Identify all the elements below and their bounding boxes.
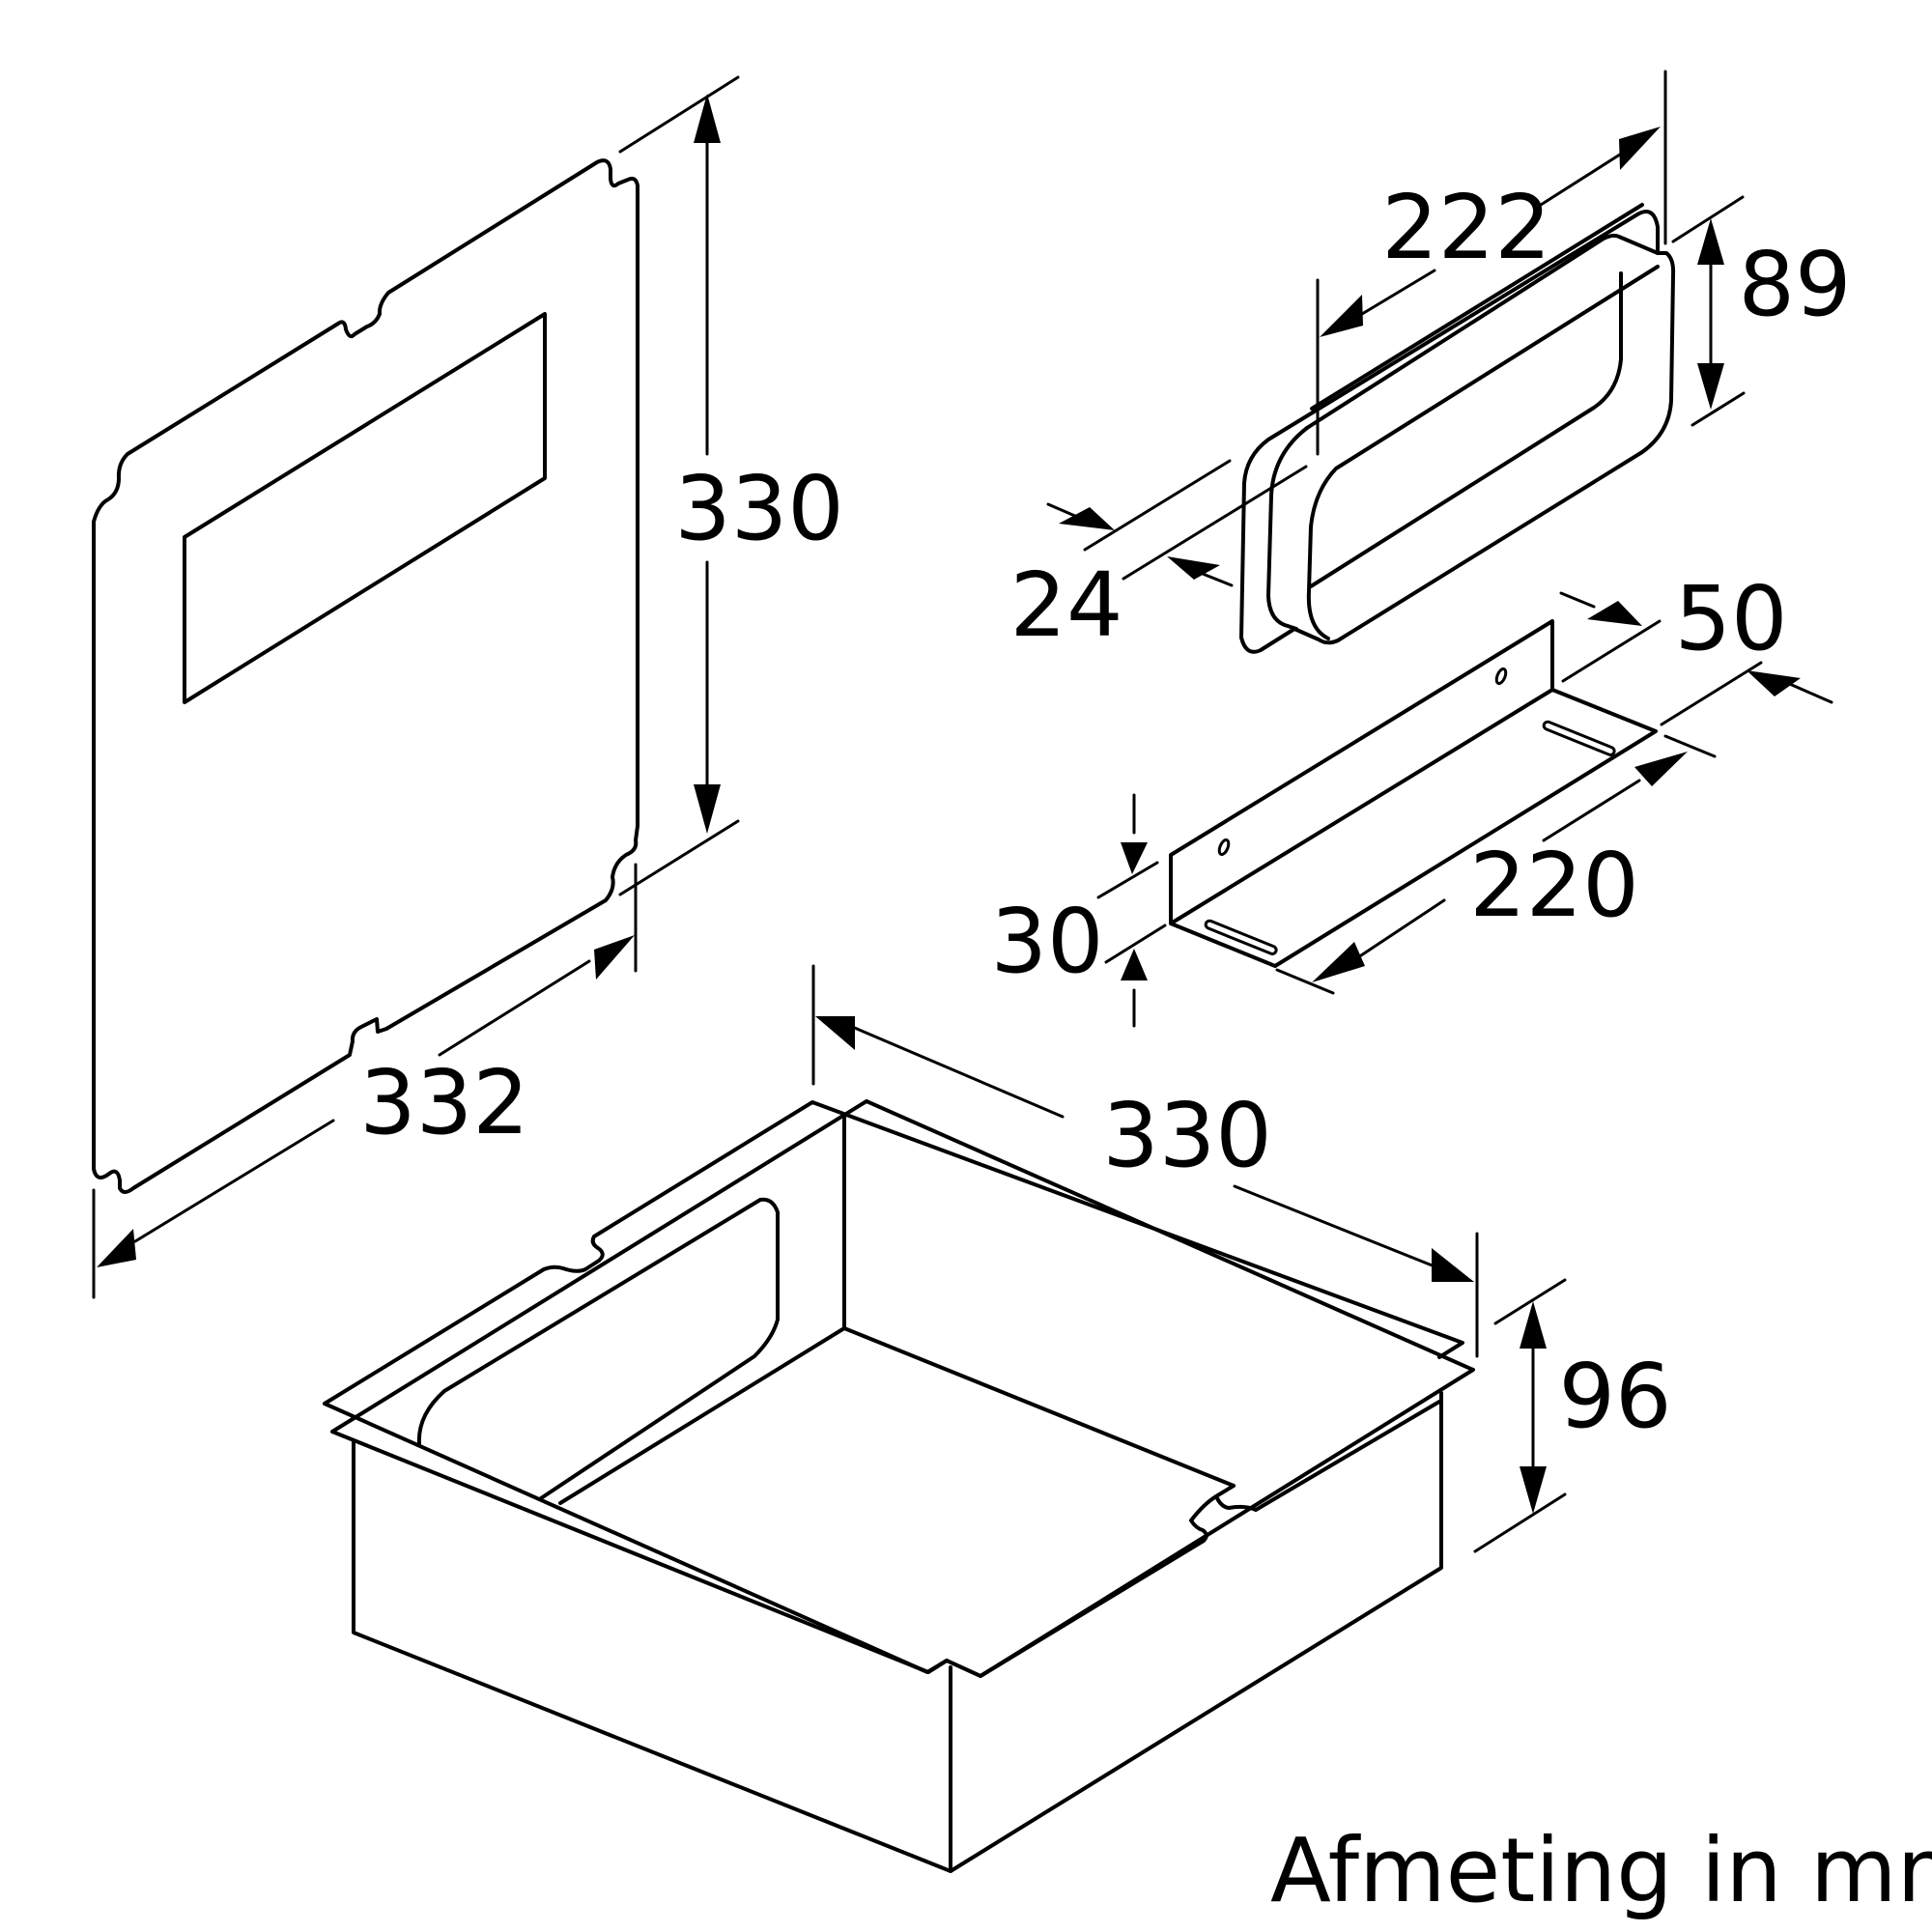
arrowhead xyxy=(1121,842,1148,874)
dim-line xyxy=(1539,151,1625,207)
dim-line xyxy=(1350,898,1446,963)
arrowhead xyxy=(1432,1248,1474,1282)
bracket-slot xyxy=(1542,720,1616,756)
dim-label-bracket-length: 220 xyxy=(1469,834,1639,937)
dim-line xyxy=(133,1119,335,1243)
arrowhead xyxy=(1520,1301,1547,1349)
duct-piece xyxy=(1239,203,1676,654)
panel-window xyxy=(183,312,547,704)
dim-duct-length: 222 xyxy=(1316,70,1667,456)
ext-line xyxy=(1561,619,1662,683)
dim-label-bracket-height: 30 xyxy=(990,890,1103,993)
arrowhead xyxy=(815,1016,855,1050)
arrowhead xyxy=(1121,949,1148,980)
ext-line xyxy=(1690,391,1746,427)
arrowhead xyxy=(1312,942,1365,982)
dim-label-panel-width: 332 xyxy=(359,1051,529,1154)
ext-line xyxy=(1122,465,1308,581)
bracket-hole xyxy=(1217,838,1231,857)
duct-outer xyxy=(1239,210,1676,654)
dim-bracket-width: 50 xyxy=(1559,567,1833,726)
arrowhead xyxy=(1634,752,1688,786)
dim-label-tray-width: 330 xyxy=(1102,1084,1272,1187)
dim-label-panel-height: 330 xyxy=(674,457,844,560)
dim-panel-width: 332 xyxy=(92,863,638,1299)
panel-outline xyxy=(92,158,639,1194)
ext-line xyxy=(1473,1492,1567,1553)
caption: Afmeting in mm xyxy=(1270,1819,1932,1922)
arrowhead xyxy=(1619,127,1661,170)
arrowhead xyxy=(1320,295,1363,337)
tray-box xyxy=(323,1099,1475,1873)
ext-line xyxy=(1096,861,1159,899)
ext-line xyxy=(1275,968,1335,995)
arrowhead xyxy=(694,784,721,834)
tray-body xyxy=(352,1391,1443,1873)
dim-duct-height: 89 xyxy=(1671,195,1852,427)
arrowhead xyxy=(594,935,635,980)
dim-bracket-length: 220 xyxy=(1275,734,1717,995)
dim-label-duct-height: 89 xyxy=(1738,233,1851,336)
duct-thickness-line xyxy=(1310,203,1644,411)
arrowhead xyxy=(694,94,721,143)
dim-tray-height: 96 xyxy=(1473,1278,1672,1553)
dim-line xyxy=(1233,1184,1441,1270)
ext-line xyxy=(1663,734,1717,758)
dim-label-duct-depth: 24 xyxy=(1009,554,1122,657)
ext-line xyxy=(1671,195,1745,243)
arrowhead xyxy=(1697,218,1724,265)
bracket-fold-line xyxy=(1169,688,1554,925)
bracket-slot xyxy=(1204,919,1278,955)
dim-panel-height: 330 xyxy=(618,75,844,896)
arrowhead xyxy=(97,1229,136,1267)
duct-inner-top-edge xyxy=(1305,233,1660,430)
duct-inner-opening xyxy=(1306,265,1660,640)
dim-line xyxy=(1783,680,1833,704)
dim-bracket-height: 30 xyxy=(990,793,1167,1028)
dim-line xyxy=(1542,779,1641,842)
arrowhead xyxy=(1520,1466,1547,1514)
ext-line xyxy=(1083,459,1232,552)
tray-rim-front xyxy=(330,1099,1475,1678)
ext-line xyxy=(1660,661,1763,726)
tray-floor-edge xyxy=(842,1326,1236,1488)
dim-line xyxy=(438,959,591,1057)
bracket-hole xyxy=(1494,667,1508,686)
dim-tray-width: 330 xyxy=(811,964,1479,1358)
tray-outer-rim xyxy=(323,1100,1464,1406)
arrowhead xyxy=(1747,670,1801,696)
dim-label-tray-height: 96 xyxy=(1558,1345,1671,1448)
dim-line xyxy=(848,1024,1065,1119)
ext-line xyxy=(618,75,740,154)
dim-label-bracket-width: 50 xyxy=(1674,567,1787,670)
dim-line xyxy=(1559,591,1596,609)
tray-handle-left xyxy=(416,1197,780,1500)
arrowhead xyxy=(1059,507,1115,530)
ext-line xyxy=(618,819,740,896)
duct-inner-left-edge xyxy=(1266,426,1309,631)
dim-label-duct-length: 222 xyxy=(1381,176,1551,279)
front-panel xyxy=(92,158,639,1194)
arrowhead xyxy=(1587,601,1642,626)
dim-duct-depth: 24 xyxy=(1009,459,1308,657)
arrowhead xyxy=(1167,556,1220,580)
tray-floor-edge xyxy=(558,1326,846,1505)
ext-line xyxy=(1493,1278,1567,1325)
bracket-piece xyxy=(1169,619,1658,968)
ext-line xyxy=(1104,923,1167,964)
dim-line xyxy=(1360,269,1436,316)
arrowhead xyxy=(1697,363,1724,410)
tray-handle-right xyxy=(979,1400,1441,1678)
